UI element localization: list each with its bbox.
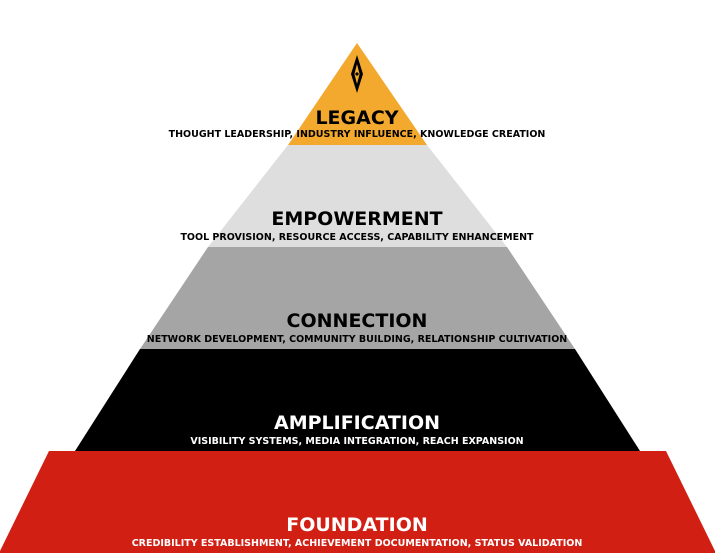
tier-subtitle-foundation: CREDIBILITY ESTABLISHMENT, ACHIEVEMENT D… — [132, 538, 583, 549]
tier-subtitle-empowerment: TOOL PROVISION, RESOURCE ACCESS, CAPABIL… — [180, 232, 534, 243]
tier-title-legacy: LEGACY — [315, 107, 398, 129]
tier-band-empowerment — [208, 145, 507, 247]
tier-subtitle-connection: NETWORK DEVELOPMENT, COMMUNITY BUILDING,… — [147, 334, 568, 345]
tier-title-amplification: AMPLIFICATION — [274, 412, 440, 434]
tier-band-legacy — [288, 43, 427, 145]
tier-band-connection — [140, 247, 575, 349]
tier-title-foundation: FOUNDATION — [286, 514, 428, 536]
tier-subtitle-legacy: THOUGHT LEADERSHIP, INDUSTRY INFLUENCE, … — [169, 129, 546, 140]
tier-title-connection: CONNECTION — [287, 310, 428, 332]
tier-band-foundation — [0, 451, 715, 553]
tier-band-amplification — [75, 349, 640, 451]
tier-title-empowerment: EMPOWERMENT — [271, 208, 442, 230]
tier-subtitle-amplification: VISIBILITY SYSTEMS, MEDIA INTEGRATION, R… — [190, 436, 523, 447]
compass-needle-icon — [351, 55, 363, 93]
